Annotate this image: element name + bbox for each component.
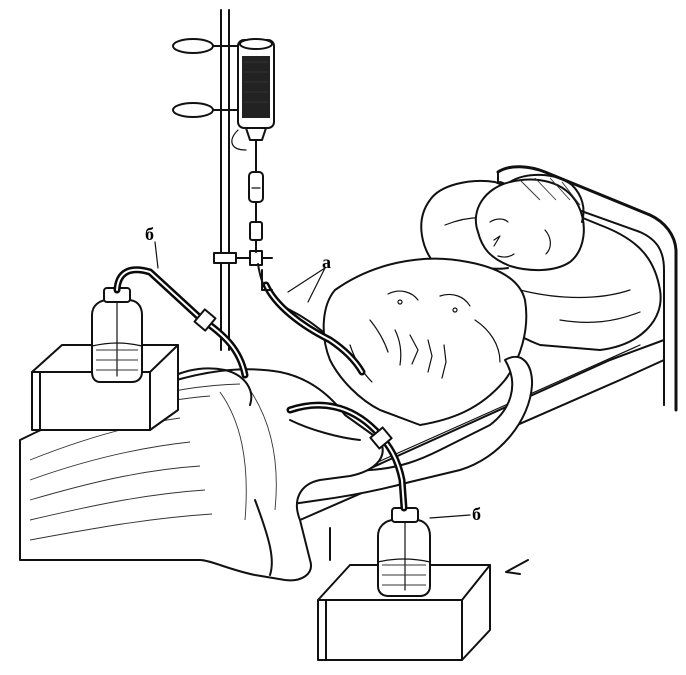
right-drain-bottle xyxy=(378,508,430,596)
label-b-left: б xyxy=(145,224,154,244)
patient-torso xyxy=(324,259,527,425)
label-b-right: б xyxy=(472,504,481,524)
left-drain-bottle xyxy=(92,288,142,382)
label-a: а xyxy=(322,252,331,272)
iv-bottle xyxy=(232,39,274,150)
